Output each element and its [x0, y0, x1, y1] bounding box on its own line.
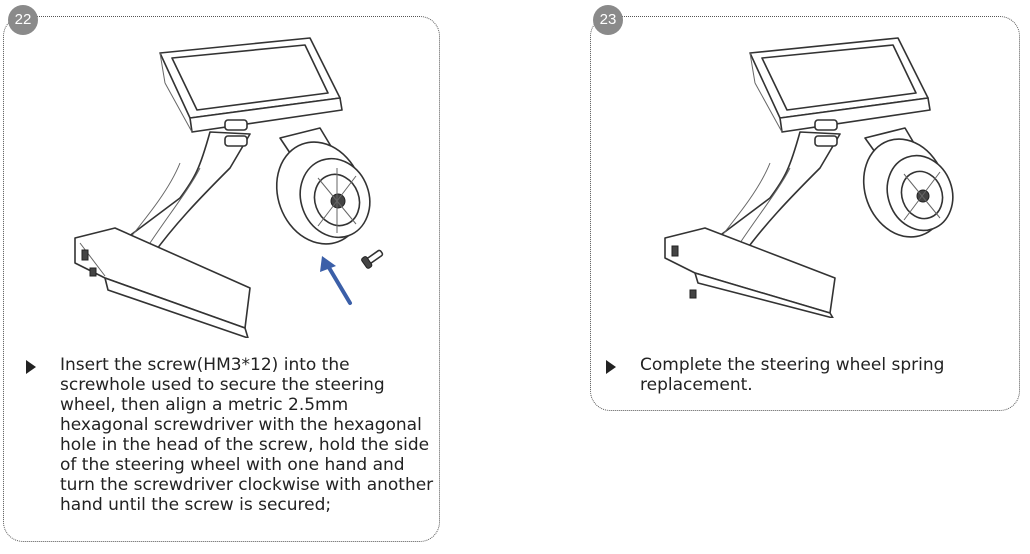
insertion-arrow — [320, 256, 352, 305]
base-plate-edge — [104, 277, 249, 338]
transmitter-illustration — [74, 37, 384, 338]
step-22-panel — [3, 16, 440, 542]
screen-bezel — [171, 44, 329, 111]
step-number-badge: 22 — [8, 5, 38, 35]
triangle-right-icon — [606, 360, 616, 374]
step-22-instruction: Insert the screw(HM3*12) into the screwh… — [60, 355, 434, 515]
step-23-panel — [590, 16, 1020, 411]
step-number-badge: 23 — [593, 5, 623, 35]
screw-hm3x12 — [361, 249, 384, 269]
triangle-right-icon — [26, 360, 36, 374]
transmitter-illustration — [664, 37, 954, 318]
step-23-instruction: Complete the steering wheel spring repla… — [640, 355, 945, 395]
